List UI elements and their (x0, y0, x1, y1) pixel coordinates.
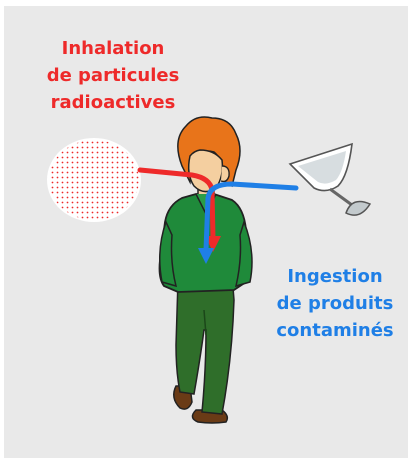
particle-cloud-dots (49, 140, 139, 220)
left-arm (159, 220, 178, 288)
ingestion-label: Ingestion de produits contaminés (270, 263, 400, 344)
inhalation-arrowhead (205, 236, 221, 252)
inhalation-line-1: Inhalation (61, 38, 165, 59)
ingestion-arrow (203, 181, 299, 253)
right-arm (234, 219, 253, 288)
ingestion-line-1: Ingestion (287, 266, 383, 287)
ear (220, 165, 230, 183)
inhalation-line-2: de particules (46, 65, 180, 86)
ingestion-arrowhead (198, 248, 214, 264)
ingestion-line-3: contaminés (276, 320, 394, 341)
person-figure (158, 116, 253, 424)
ingestion-line-2: de produits (276, 293, 394, 314)
glass-icon (288, 142, 372, 216)
pants (175, 274, 235, 415)
inhalation-line-3: radioactives (50, 92, 176, 113)
inhalation-label: Inhalation de particules radioactives (8, 35, 218, 116)
